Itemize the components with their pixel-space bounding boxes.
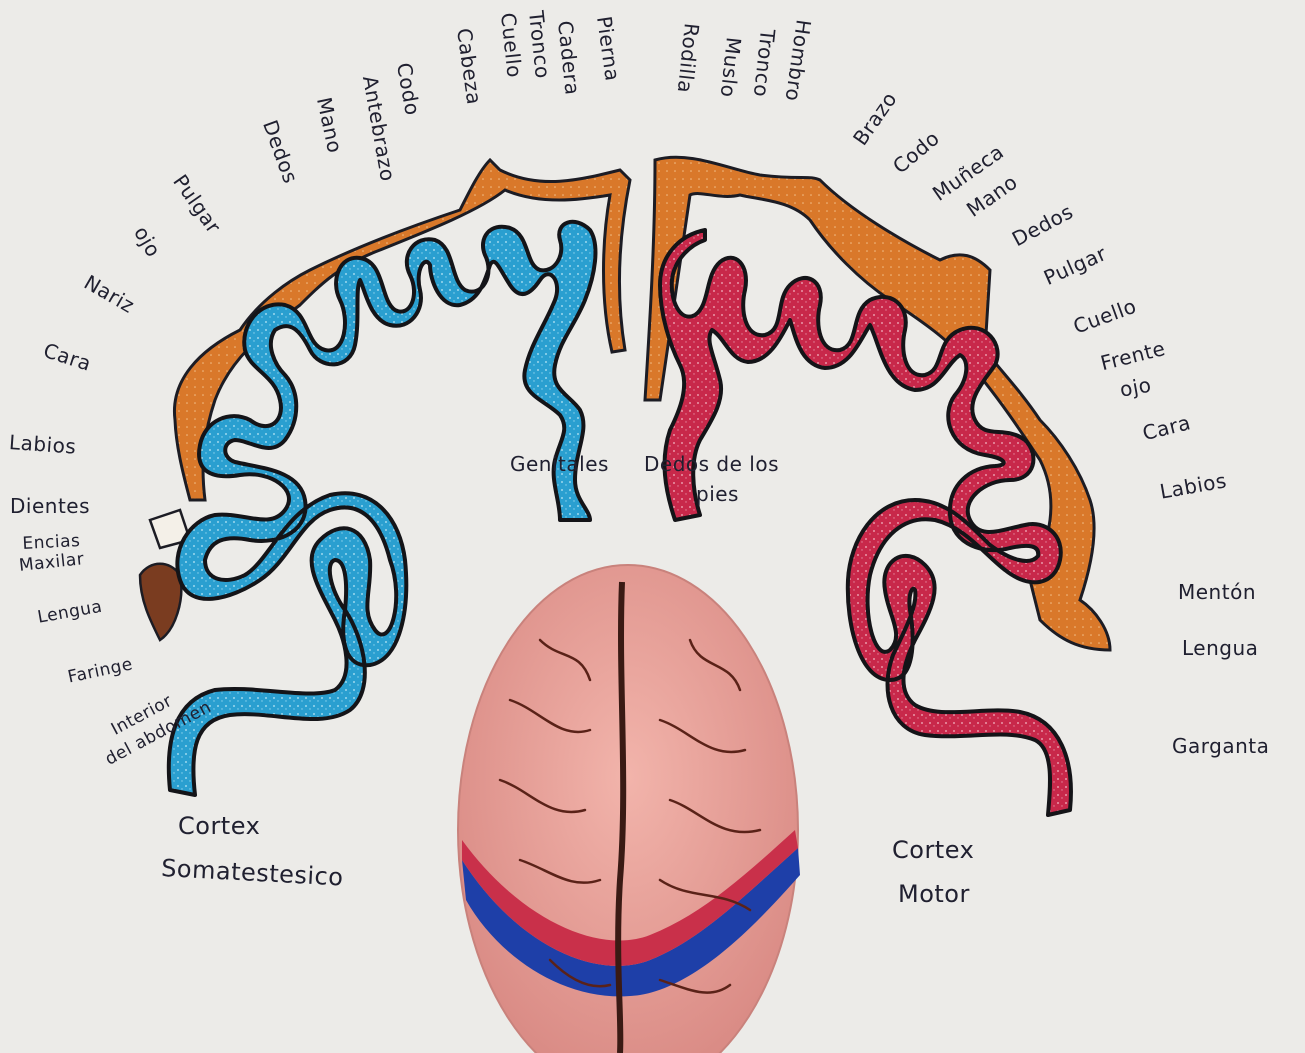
label-labios-sensory: Labios <box>8 430 77 459</box>
label-garganta: Garganta <box>1172 734 1269 758</box>
label-lengua-motor: Lengua <box>1182 636 1258 660</box>
label-genitales: Genitales <box>510 452 609 476</box>
label-dedos-pies-line2: pies <box>696 482 739 506</box>
label-dientes: Dientes <box>10 494 90 518</box>
label-dedos-pies-line1: Dedos de los <box>644 452 779 476</box>
brain-model <box>458 565 800 1053</box>
motor-title-line1: Cortex <box>892 836 974 864</box>
sensory-title-line1: Cortex <box>178 812 260 840</box>
label-menton: Mentón <box>1178 580 1256 604</box>
motor-title-line2: Motor <box>898 880 970 908</box>
